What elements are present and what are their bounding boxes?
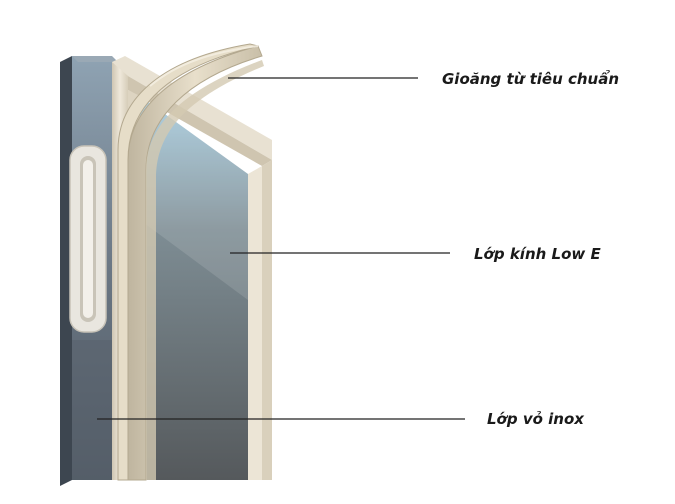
callout-label-glass: Lớp kính Low E	[474, 245, 601, 263]
low-e-glass	[140, 96, 248, 480]
callout-label-gasket: Gioăng từ tiêu chuẩn	[442, 70, 620, 88]
leader-lines	[97, 77, 465, 420]
handle-recess	[69, 145, 107, 333]
callout-label-shell: Lớp vỏ inox	[487, 410, 584, 428]
magnetic-gasket	[117, 43, 264, 481]
